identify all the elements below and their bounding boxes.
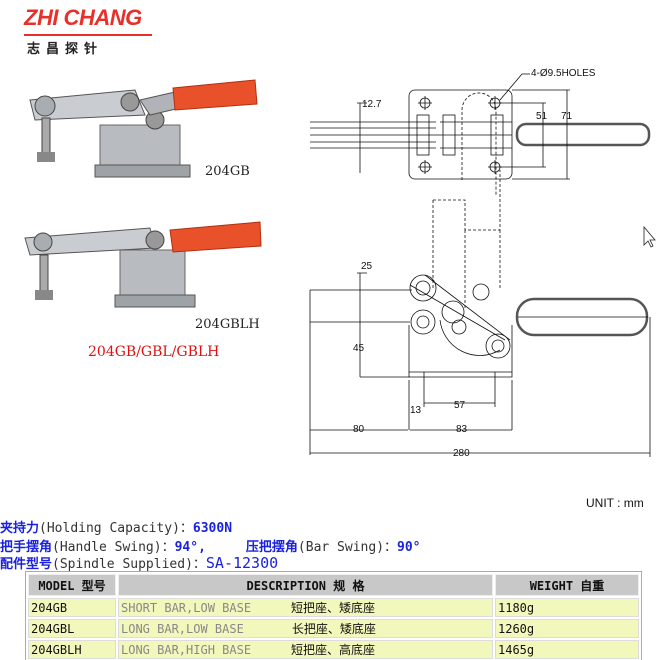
dim-13: 13 [410, 405, 422, 416]
dim-57: 57 [454, 400, 466, 411]
holding-capacity: 夹持力(Holding Capacity)：6300N [0, 521, 233, 536]
photo-label-204gb: 204GB [205, 164, 250, 179]
logo: ZHI CHANG [24, 5, 142, 30]
model: 204GBL [28, 619, 116, 638]
dim-80: 80 [353, 424, 365, 435]
header-description: DESCRIPTION 规 格 [118, 574, 493, 596]
logo-underline [24, 4, 152, 36]
dim-12-7: 12.7 [362, 99, 382, 110]
technical-drawing: 12.7 51 71 4-Ø9.5HOLES 25 45 13 57 80 83… [309, 68, 656, 459]
dim-71: 71 [561, 111, 573, 122]
weight: 1180g [495, 598, 639, 617]
photo-label-204gblh: 204GBLH [195, 317, 260, 332]
model: 204GB [28, 598, 116, 617]
model: 204GBLH [28, 640, 116, 659]
mouse-cursor-icon [643, 225, 656, 248]
holes-note: 4-Ø9.5HOLES [531, 68, 596, 79]
model-table: MODEL 型号 DESCRIPTION 规 格 WEIGHT 自重 204GB… [25, 571, 642, 660]
product-photo-204gb [29, 79, 258, 178]
spindle-supplied: 配件型号(Spindle Supplied)：SA-12300 [0, 554, 279, 572]
base-plate-top [408, 89, 513, 180]
swing-angles: 把手摆角(Handle Swing)：94°,压把摆角(Bar Swing)：9… [0, 540, 421, 555]
dim-51: 51 [536, 111, 548, 122]
product-photo-204gblh [24, 221, 262, 308]
logo-chinese: 志昌探针 [27, 42, 104, 57]
weight: 1465g [495, 640, 639, 659]
dim-83: 83 [456, 424, 468, 435]
series-label: 204GB/GBL/GBLH [88, 344, 220, 360]
dim-25: 25 [361, 261, 373, 272]
table-header: MODEL 型号 DESCRIPTION 规 格 WEIGHT 自重 [28, 574, 639, 596]
dim-280: 280 [453, 448, 470, 459]
weight: 1260g [495, 619, 639, 638]
header-model: MODEL 型号 [28, 574, 116, 596]
unit-label: UNIT : mm [586, 496, 644, 510]
mounting-holes [418, 96, 502, 174]
dim-45: 45 [353, 343, 365, 354]
header-weight: WEIGHT 自重 [495, 574, 639, 596]
